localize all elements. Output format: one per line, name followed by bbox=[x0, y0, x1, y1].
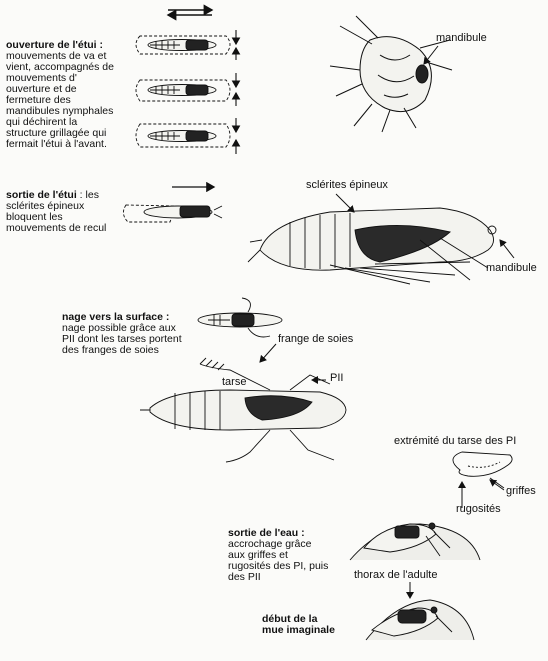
pupa-in-case-1 bbox=[135, 35, 231, 55]
step-ouverture-line: mandibules nymphales bbox=[6, 105, 114, 117]
step-sortie-etui-line: bloquent les bbox=[6, 211, 63, 223]
step-sortie-etui-line: mouvements de recul bbox=[6, 222, 107, 234]
label-tarse: tarse bbox=[222, 376, 247, 388]
label-thorax: thorax de l'adulte bbox=[354, 569, 438, 581]
double-arrow-icon bbox=[166, 4, 214, 21]
label-sclerites: sclérites épineux bbox=[306, 179, 388, 191]
step-sortie-etui-text: sortie de l'étui : les sclérites épineux… bbox=[6, 190, 106, 234]
sclerites-pointer bbox=[335, 193, 355, 213]
step-nage-line: des franges de soies bbox=[62, 344, 159, 356]
mandibule-pointer bbox=[423, 45, 439, 65]
step-sortie-eau-line: des PII bbox=[228, 571, 261, 583]
mandibule-right-pointer bbox=[499, 239, 515, 259]
step-ouverture-line: mouvements d' bbox=[6, 72, 77, 84]
adult-beginning-molt bbox=[365, 599, 475, 641]
step-debut-mue-line: mue imaginale bbox=[262, 624, 335, 636]
step-ouverture-line: mouvements de va et bbox=[6, 50, 107, 62]
label-mandibule-right: mandibule bbox=[486, 262, 537, 274]
step-ouverture-text: ouverture de l'étui : mouvements de va e… bbox=[6, 40, 114, 150]
frange-pointer bbox=[259, 343, 277, 363]
step-sortie-eau-line: accrochage grâce bbox=[228, 538, 312, 550]
large-swimming-pupa bbox=[140, 357, 347, 463]
pupa-leaving-water bbox=[349, 522, 481, 561]
step-sortie-etui-line: sclérites épineux bbox=[6, 200, 85, 212]
label-pii: PII bbox=[330, 372, 344, 384]
step-ouverture-line: structure grillagée qui bbox=[6, 127, 107, 139]
step-nage-line: nage possible grâce aux bbox=[62, 322, 176, 334]
step-sortie-etui-title-rest: : les bbox=[76, 189, 99, 201]
step-nage-line: PII dont les tarses portent bbox=[62, 333, 182, 345]
label-rugosites: rugosités bbox=[456, 503, 501, 515]
step-ouverture-line: vient, accompagnés de bbox=[6, 61, 114, 73]
label-extremite: extrémité du tarse des PI bbox=[394, 435, 517, 447]
step-ouverture-line: qui déchirent la bbox=[6, 116, 78, 128]
step-debut-mue-text: début de la mue imaginale bbox=[262, 614, 335, 636]
step-sortie-etui-title: sortie de l'étui bbox=[6, 189, 77, 201]
label-mandibule-top: mandibule bbox=[436, 32, 487, 44]
step-nage-text: nage vers la surface : nage possible grâ… bbox=[62, 312, 182, 356]
pupa-in-case-2 bbox=[135, 79, 231, 102]
step-nage-title: nage vers la surface : bbox=[62, 311, 170, 323]
pupa-in-case-3 bbox=[135, 123, 231, 148]
step-sortie-eau-line: aux griffes et bbox=[228, 549, 288, 561]
step-sortie-eau-line: rugosités des PI, puis bbox=[228, 560, 329, 572]
small-swimming-pupa bbox=[197, 297, 283, 338]
step-debut-mue-line: début de la bbox=[262, 613, 318, 625]
step-ouverture-line: fermait l'étui à l'avant. bbox=[6, 138, 107, 150]
griffes-pointer bbox=[489, 479, 505, 491]
step-sortie-eau-text: sortie de l'eau : accrochage grâce aux g… bbox=[228, 528, 328, 583]
step-sortie-eau-title: sortie de l'eau : bbox=[228, 527, 305, 539]
large-pupa-illustration bbox=[247, 207, 497, 285]
pupa-head-illustration bbox=[329, 15, 453, 133]
step-ouverture-line: fermeture des bbox=[6, 94, 71, 106]
step-ouverture-line: ouverture et de bbox=[6, 83, 77, 95]
label-frange: frange de soies bbox=[278, 333, 354, 345]
label-griffes: griffes bbox=[506, 485, 536, 497]
step-ouverture-title: ouverture de l'étui : bbox=[6, 39, 104, 51]
pupa-exiting-case bbox=[123, 204, 223, 223]
